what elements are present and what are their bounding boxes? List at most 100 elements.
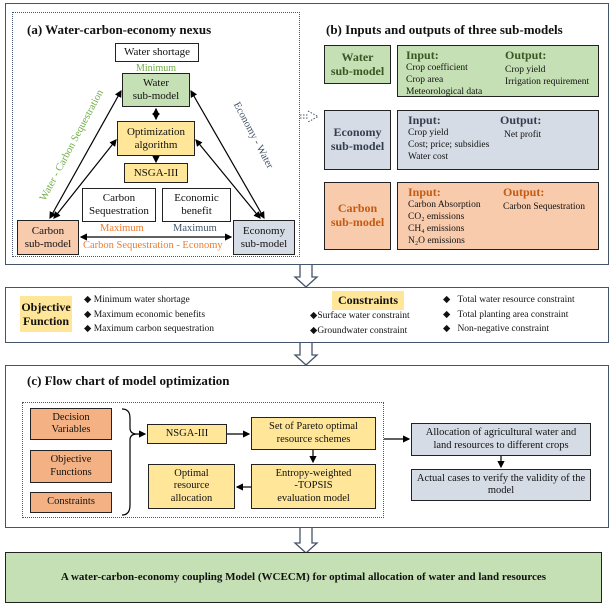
carbon-input-item: CH₄ emissions (408, 223, 465, 234)
constraints-box-text: Constraints (47, 496, 95, 508)
optimization-line1: Optimization (126, 125, 186, 138)
objective-item: ◆ Maximum carbon sequestration (84, 322, 214, 337)
economy-input-item: Water cost (408, 151, 449, 162)
constraint-item-text: Total water resource constraint (457, 295, 575, 305)
economy-submodel-label-box: Economy sub-model (324, 110, 391, 170)
objective-item: ◆ Maximum economic benefits (84, 308, 214, 323)
water-submodel-line1: Water (143, 77, 169, 90)
water-outputs: Output: Crop yield Irrigation requiremen… (505, 48, 589, 89)
final-model-text: A water-carbon-economy coupling Model (W… (60, 571, 547, 584)
economy-outputs: Output: Net profit (500, 113, 541, 142)
bullet-icon: ◆ (443, 324, 451, 335)
carbon-input-item: N₂O emissions (408, 235, 465, 246)
objective-frame (5, 287, 609, 343)
b-economy-name-line2: sub-model (330, 139, 385, 153)
carbon-input-head: Input: (408, 185, 441, 199)
economy-output-head: Output: (500, 113, 542, 127)
economy-submodel-node: Economy sub-model (233, 220, 295, 255)
b-water-name-line1: Water (341, 49, 374, 64)
economy-inputs: Input: Crop yield Cost; price; subsidies… (408, 113, 489, 164)
constraint-item-text: Groundwater constraint (317, 325, 408, 336)
water-input-head: Input: (406, 48, 439, 62)
carbon-output-head: Output: (503, 185, 545, 199)
nsga-label: NSGA-III (133, 166, 179, 179)
topsis-box: Entropy-weighted -TOPSIS evaluation mode… (251, 464, 376, 509)
water-io-box: Input: Crop coefficient Crop area Meteor… (397, 45, 599, 97)
constraints-box: Constraints (30, 492, 112, 513)
maximum-left-label: Maximum (100, 223, 144, 234)
constraint-item-text: Surface water constraint (317, 311, 410, 321)
constraint-item: ◆ Total planting area constraint (443, 308, 575, 323)
carbon-output-item: Carbon Sequestration (503, 202, 586, 212)
b-economy-name-line1: Economy (333, 125, 382, 140)
bullet-icon: ◆ (310, 311, 318, 321)
carbon-outputs: Output: Carbon Sequestration (503, 185, 585, 214)
objective-item-text: Maximum carbon sequestration (93, 324, 214, 335)
b-water-name-line2: sub-model (330, 63, 385, 78)
water-shortage-label: Water shortage (124, 46, 190, 59)
b-carbon-name-line2: sub-model (330, 215, 385, 229)
arrow-economy-optimization (195, 139, 261, 219)
bullet-icon: ◆ (310, 325, 318, 336)
economy-input-head: Input: (408, 113, 441, 127)
bullet-icon: ◆ (443, 295, 451, 305)
optimal-allocation-box: Optimal resource allocation (148, 464, 235, 509)
water-output-head: Output: (505, 48, 547, 62)
water-inputs: Input: Crop coefficient Crop area Meteor… (406, 48, 482, 99)
maximum-right-label: Maximum (173, 223, 217, 234)
carbon-submodel-line2: sub-model (24, 237, 72, 250)
allocation-line2: land resources to different crops (433, 439, 569, 451)
topsis-line1: Entropy-weighted (275, 468, 352, 480)
optimization-algorithm-node: Optimization algorithm (117, 121, 195, 156)
water-submodel-label-box: Water sub-model (324, 45, 391, 84)
brace-icon (121, 408, 138, 516)
constraint-item: ◆Groundwater constraint (310, 324, 410, 339)
panel-a-frame (12, 12, 300, 257)
final-model-box: A water-carbon-economy coupling Model (W… (5, 552, 602, 603)
objective-label-line2: Function (22, 314, 69, 328)
validation-line2: model (487, 485, 515, 496)
objective-fn-line2: Functions (50, 466, 92, 478)
carbon-io-box: Input: Carbon Absorption CO₂ emissions C… (397, 182, 599, 250)
pareto-line1: Set of Pareto optimal (269, 421, 358, 433)
optimization-line2: algorithm (134, 138, 178, 151)
water-input-item: Crop area (406, 74, 444, 85)
pareto-line2: resource schemes (276, 433, 351, 445)
water-submodel-line2: sub-model (132, 90, 180, 102)
validation-line1: Actual cases to verify the validity of t… (416, 472, 586, 484)
bullet-icon: ◆ (443, 309, 451, 320)
constraint-item: ◆ Non-negative constraint (443, 322, 575, 337)
carbon-inputs: Input: Carbon Absorption CO₂ emissions C… (408, 185, 481, 248)
water-output-item: Crop yield (505, 65, 546, 75)
nsga-node: NSGA-III (124, 163, 188, 183)
panel-c-title: (c) Flow chart of model optimization (27, 373, 230, 388)
allocation-box: Allocation of agricultural water and lan… (411, 423, 591, 456)
objective-item: ◆ Minimum water shortage (84, 293, 214, 308)
c-nsga-box: NSGA-III (147, 424, 227, 444)
water-input-item: Meteorological data (406, 86, 483, 97)
carbon-submodel-label-box: Carbon sub-model (324, 182, 391, 250)
bullet-icon: ◆ (84, 309, 92, 320)
objective-function-label: Objective Function (20, 296, 72, 332)
optimal-line2: resource (173, 480, 210, 492)
constraints-right-list: ◆ Total water resource constraint ◆ Tota… (443, 293, 575, 337)
constraints-left-list: ◆Surface water constraint ◆Groundwater c… (310, 309, 410, 338)
objective-fn-line1: Objective (50, 454, 92, 466)
economy-submodel-line1: Economy (242, 224, 286, 237)
water-shortage-box: Water shortage (115, 43, 199, 62)
arrow-carbon-optimization (53, 139, 117, 219)
optimal-line1: Optimal (174, 468, 209, 480)
bullet-icon: ◆ (84, 295, 92, 305)
water-input-item: Crop coefficient (406, 63, 468, 73)
constraint-item-text: Non-negative constraint (457, 324, 549, 335)
economy-output-item: Net profit (504, 130, 542, 140)
carbon-submodel-node: Carbon sub-model (17, 220, 79, 255)
objective-item-text: Minimum water shortage (93, 295, 190, 305)
pareto-set-box: Set of Pareto optimal resource schemes (251, 417, 376, 450)
panel-a-title: (a) Water-carbon-economy nexus (27, 22, 212, 37)
economy-input-item: Crop yield (408, 128, 449, 138)
objective-list: ◆ Minimum water shortage ◆ Maximum econo… (84, 293, 214, 337)
b-carbon-name-line1: Carbon (337, 201, 378, 216)
